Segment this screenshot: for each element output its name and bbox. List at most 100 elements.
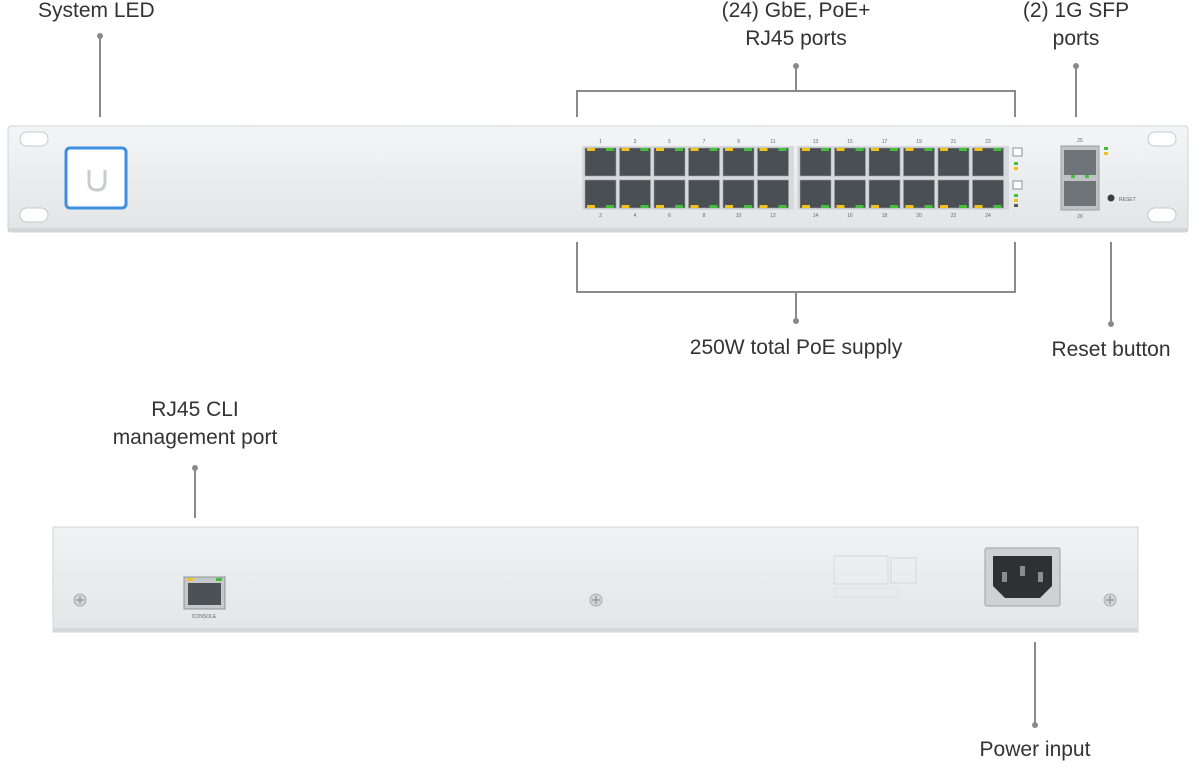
rear-panel: CONSOLE — [52, 526, 1139, 633]
port-led — [690, 148, 699, 151]
rj45-ports-label-1: (24) GbE, PoE+ — [721, 0, 871, 22]
rj45-port-14[interactable] — [799, 179, 832, 209]
port-led — [778, 205, 787, 208]
rj45-port-12[interactable] — [757, 179, 789, 209]
led-legend-icon — [1012, 180, 1023, 190]
port-led — [725, 205, 733, 208]
console-led — [216, 578, 222, 581]
rj45-port-24[interactable] — [972, 179, 1004, 209]
port-led — [821, 148, 829, 151]
system-led-label: System LED — [38, 0, 155, 22]
power-input-label: Power input — [979, 738, 1091, 761]
leader-dot — [793, 318, 799, 324]
port-led — [621, 205, 630, 208]
port-led — [802, 148, 810, 151]
port-number: 20 — [916, 213, 922, 219]
rj45-port-23[interactable] — [972, 147, 1004, 177]
sfp-number-26: 26 — [1077, 214, 1083, 220]
rj45-port-20[interactable] — [903, 179, 935, 209]
reset-button[interactable] — [1107, 194, 1115, 202]
rj45-port-1[interactable] — [584, 147, 617, 177]
port-number: 10 — [736, 213, 742, 219]
rj45-port-3[interactable] — [619, 147, 651, 177]
rj45-port-10[interactable] — [722, 179, 755, 209]
rj45-port-21[interactable] — [937, 147, 970, 177]
system-led-callout: System LED — [38, 0, 155, 25]
port-led — [621, 148, 630, 151]
port-led — [778, 148, 787, 151]
reset-button-callout: Reset button — [1036, 336, 1186, 364]
port-led — [606, 148, 614, 151]
port-led — [871, 205, 879, 208]
port-led — [690, 205, 699, 208]
sfp-legend-dot — [1104, 147, 1108, 150]
socket-pin — [1002, 572, 1007, 582]
rj45-port-16[interactable] — [834, 179, 866, 209]
port-led — [855, 205, 864, 208]
port-led — [656, 205, 664, 208]
rj45-port-6[interactable] — [653, 179, 686, 209]
rj45-port-2[interactable] — [584, 179, 617, 209]
port-led — [587, 148, 595, 151]
port-led — [993, 148, 1002, 151]
iec-socket — [993, 556, 1052, 598]
screw-icon — [1106, 596, 1114, 604]
regulatory-marks — [833, 587, 899, 598]
port-led — [836, 205, 845, 208]
cli-port-callout: RJ45 CLI management port — [85, 396, 305, 452]
port-led — [993, 205, 1002, 208]
rj45-port-5[interactable] — [653, 147, 686, 177]
port-number: 19 — [916, 139, 922, 145]
port-number: 23 — [985, 139, 991, 145]
rj45-port-22[interactable] — [937, 179, 970, 209]
sfp-led — [1085, 175, 1089, 178]
port-led — [836, 148, 845, 151]
port-led — [802, 205, 810, 208]
port-number: 17 — [882, 139, 888, 145]
rj45-port-13[interactable] — [799, 147, 832, 177]
port-number: 7 — [703, 139, 706, 145]
poe-supply-callout: 250W total PoE supply — [646, 334, 946, 362]
sfp-port-26[interactable] — [1064, 181, 1096, 206]
screw-icon — [592, 596, 600, 604]
port-led — [821, 205, 829, 208]
rj45-port-4[interactable] — [619, 179, 651, 209]
port-led — [656, 148, 664, 151]
leader-dot — [1108, 321, 1114, 327]
rack-hole — [1147, 131, 1177, 147]
port-led — [959, 205, 967, 208]
leader-dot — [1073, 63, 1079, 69]
rj45-port-9[interactable] — [722, 147, 755, 177]
socket-pin — [1038, 572, 1043, 582]
port-number: 3 — [634, 139, 637, 145]
console-port-opening — [188, 583, 221, 605]
legend-dot — [1014, 167, 1018, 170]
port-number: 8 — [703, 213, 706, 219]
rj45-port-8[interactable] — [688, 179, 720, 209]
rj45-port-7[interactable] — [688, 147, 720, 177]
port-number: 1 — [599, 139, 602, 145]
rj45-port-11[interactable] — [757, 147, 789, 177]
port-led — [940, 205, 948, 208]
sfp-ports-label-1: (2) 1G SFP — [1022, 0, 1130, 22]
leader-dot — [97, 33, 103, 39]
port-number: 18 — [882, 213, 888, 219]
label-placeholder — [890, 557, 917, 584]
port-led — [890, 148, 898, 151]
cli-port-label-1: RJ45 CLI — [151, 398, 239, 421]
port-number: 24 — [985, 213, 991, 219]
port-led — [974, 148, 983, 151]
socket-pin — [1020, 566, 1025, 576]
cli-port-label-2: management port — [112, 426, 278, 449]
port-led — [924, 205, 933, 208]
rj45-port-18[interactable] — [868, 179, 901, 209]
port-number: 16 — [847, 213, 853, 219]
sfp-port-25[interactable] — [1064, 150, 1096, 175]
rj45-port-19[interactable] — [903, 147, 935, 177]
rj45-port-17[interactable] — [868, 147, 901, 177]
rj45-ports-label-2: RJ45 ports — [745, 27, 847, 50]
port-number: 5 — [668, 139, 671, 145]
rj45-port-15[interactable] — [834, 147, 866, 177]
leader-lines — [97, 33, 1114, 728]
sfp-led — [1071, 175, 1075, 178]
